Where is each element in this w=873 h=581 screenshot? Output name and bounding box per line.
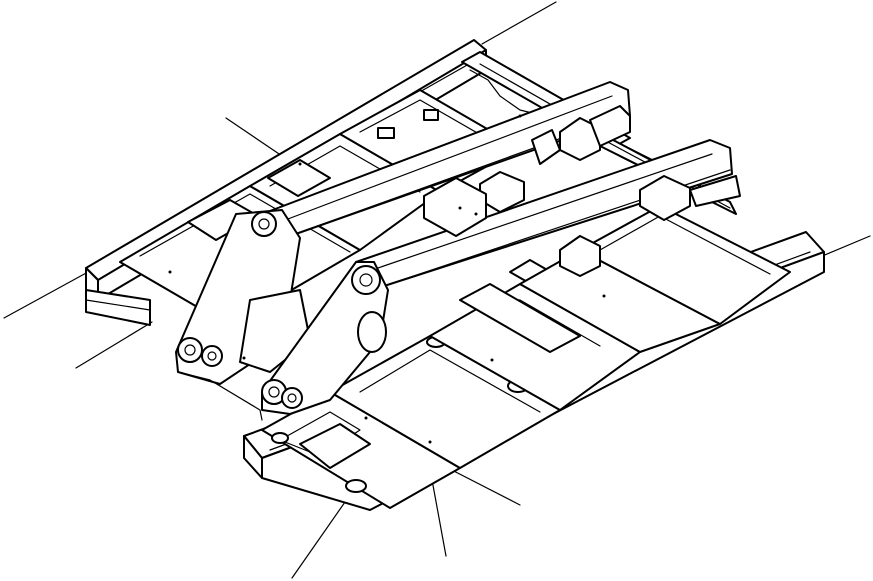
leader-line-left (3, 271, 89, 319)
boom-arm-upper (261, 81, 631, 237)
leader-line-lower-left (75, 321, 153, 369)
leader-line-lower-right (443, 465, 521, 506)
leader-line-upper-left (225, 117, 289, 161)
leader-line-top-right (481, 1, 557, 45)
bolt-holes (168, 114, 606, 444)
boom-arm-lower (355, 139, 733, 287)
leader-lines (3, 1, 871, 579)
leader-line-bottom-left (291, 491, 353, 579)
lift-bracket (175, 209, 389, 421)
front-deck (261, 205, 791, 509)
